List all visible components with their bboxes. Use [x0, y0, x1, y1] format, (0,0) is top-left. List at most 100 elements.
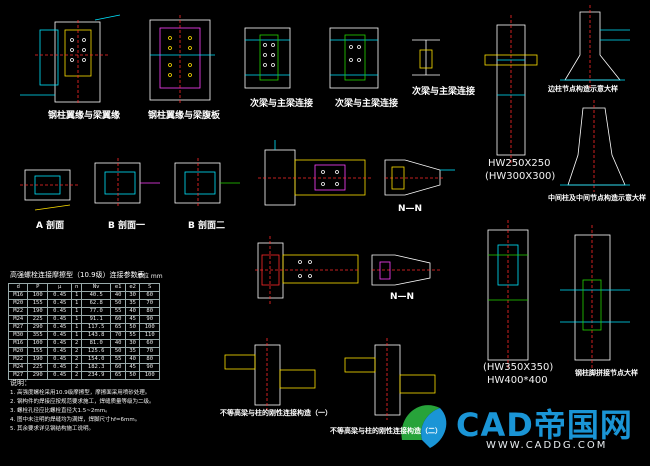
- table-cell: 80: [139, 307, 160, 316]
- detail-section-a: [20, 169, 80, 211]
- detail-column-base-right: [560, 225, 630, 368]
- detail-mm-section: [371, 254, 440, 286]
- table-cell: 0.45: [46, 371, 73, 380]
- table-cell: 81.0: [80, 339, 112, 348]
- table-cell: 110: [139, 331, 160, 340]
- label-unequal-1: 不等高梁与柱的刚性连接构造（一）: [220, 409, 332, 417]
- table-cell: 40: [124, 355, 141, 364]
- notes-line: 5. 其余要求详见钢结构施工说明。: [10, 426, 94, 432]
- table-cell: M24: [7, 315, 29, 324]
- notes-line: 3. 螺栓孔径应比螺栓直径大1.5~2mm。: [10, 408, 111, 414]
- table-cell: 2: [71, 371, 82, 380]
- table-cell: 2: [71, 363, 82, 372]
- detail-beam-splice: [258, 140, 372, 206]
- table-cell: 80: [139, 355, 160, 364]
- table-cell: 90: [139, 315, 160, 324]
- table-cell: 154.0: [80, 355, 112, 364]
- table-cell: 0.45: [46, 291, 73, 300]
- label-hw-350: (HW350X350): [483, 362, 554, 373]
- table-cell: 225: [27, 315, 48, 324]
- table-cell: 55: [110, 307, 126, 316]
- table-cell: M27: [7, 323, 29, 332]
- table-cell: 225: [27, 363, 48, 372]
- detail-beam-column-lower: [255, 236, 360, 305]
- table-cell: 290: [27, 371, 48, 380]
- table-title: 高强螺栓连接摩擦型（10.9级）连接参数表: [10, 271, 145, 279]
- table-cell: 100: [139, 323, 160, 332]
- table-cell: 50: [110, 347, 126, 356]
- table-cell: M30: [7, 331, 29, 340]
- table-cell: 0.45: [46, 347, 73, 356]
- table-cell: d: [7, 283, 29, 292]
- detail-edge-column-base: [560, 5, 630, 88]
- table-cell: 0.45: [46, 323, 73, 332]
- table-cell: P: [27, 283, 48, 292]
- table-cell: 90: [139, 363, 160, 372]
- table-cell: 35: [124, 299, 141, 308]
- table-cell: 234.9: [80, 371, 112, 380]
- table-cell: 65: [110, 371, 126, 380]
- table-cell: 50: [110, 299, 126, 308]
- table-cell: 100: [139, 371, 160, 380]
- table-cell: 70: [139, 347, 160, 356]
- table-cell: 65: [110, 323, 126, 332]
- table-cell: 91.1: [80, 315, 112, 324]
- label-section-a: A 剖面: [36, 221, 65, 231]
- label-beam-column-flange: 钢柱翼缘与梁翼缘: [48, 111, 121, 121]
- table-cell: 55: [110, 355, 126, 364]
- table-cell: μ: [46, 283, 73, 292]
- table-cell: 35: [124, 347, 141, 356]
- table-cell: 1: [71, 323, 82, 332]
- table-cell: 125.6: [80, 347, 112, 356]
- detail-secondary-beam-3: [412, 39, 440, 76]
- table-cell: Nv: [80, 283, 112, 292]
- table-cell: M22: [7, 355, 29, 364]
- label-section-b2: B 剖面二: [188, 221, 225, 231]
- table-cell: 100: [27, 339, 48, 348]
- notes-title: 说明：: [10, 379, 31, 387]
- detail-column-tall-top: [484, 15, 538, 165]
- table-cell: 40.5: [80, 291, 112, 300]
- table-cell: 2: [71, 347, 82, 356]
- table-cell: M16: [7, 339, 29, 348]
- label-hw-400: HW400*400: [487, 375, 548, 386]
- table-cell: 45: [124, 315, 141, 324]
- table-cell: 1: [71, 331, 82, 340]
- detail-section-b2: [174, 158, 240, 208]
- table-cell: 50: [124, 371, 141, 380]
- label-mm: N—N: [390, 292, 415, 302]
- table-cell: 60: [110, 363, 126, 372]
- detail-secondary-beam-2: [329, 27, 379, 89]
- detail-unequal-beam-2: [344, 338, 436, 420]
- detail-beam-column-web: [149, 15, 215, 105]
- table-cell: 77.0: [80, 307, 112, 316]
- table-cell: 45: [124, 363, 141, 372]
- table-cell: 0.45: [46, 363, 73, 372]
- label-middle-column: 中间柱及中间节点构造示意大样: [548, 194, 646, 202]
- label-column-base-right: 钢柱脚拼接节点大样: [575, 369, 638, 377]
- label-secondary-beam-2: 次梁与主梁连接: [335, 99, 399, 109]
- table-cell: 0.45: [46, 355, 73, 364]
- table-cell: 70: [110, 331, 126, 340]
- table-cell: 30: [124, 339, 141, 348]
- table-cell: 60: [139, 339, 160, 348]
- table-cell: 155: [27, 299, 48, 308]
- table-cell: 60: [110, 315, 126, 324]
- table-cell: 182.3: [80, 363, 112, 372]
- detail-beam-column-flange: [20, 14, 121, 105]
- table-cell: 40: [110, 339, 126, 348]
- table-cell: 290: [27, 323, 48, 332]
- label-hw-250: HW250X250: [488, 158, 551, 169]
- table-cell: 40: [124, 307, 141, 316]
- detail-nn-section: [384, 159, 455, 196]
- table-cell: 55: [124, 331, 141, 340]
- table-cell: 2: [71, 339, 82, 348]
- cad-logo-icon: [401, 405, 447, 448]
